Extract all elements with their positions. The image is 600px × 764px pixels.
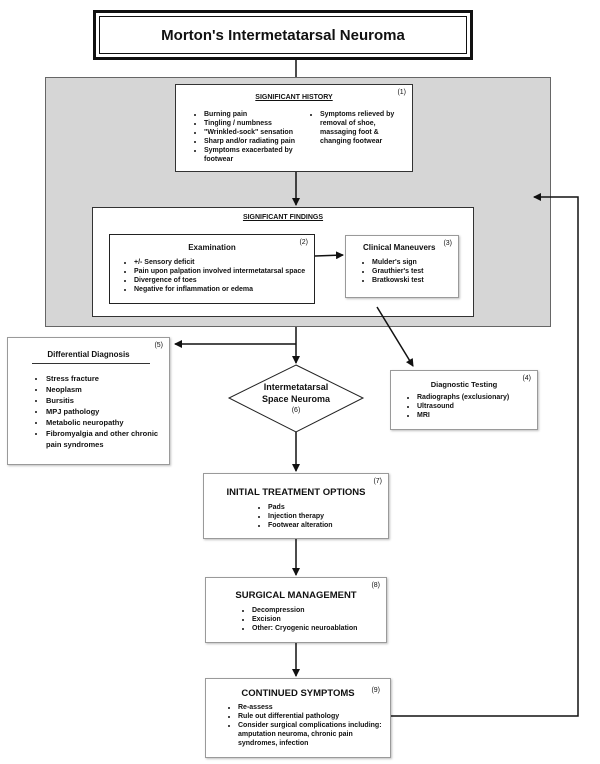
diagnosis-line-2: Space Neuroma xyxy=(261,394,331,404)
list-item: Divergence of toes xyxy=(134,276,314,285)
list-item: Pain upon palpation involved intermetata… xyxy=(134,267,314,276)
diagnosis-line-1: Intermetatarsal xyxy=(263,382,329,392)
differential-divider xyxy=(32,363,150,364)
findings-heading: SIGNIFICANT FINDINGS xyxy=(242,214,324,221)
list-item: Stress fracture xyxy=(46,373,164,384)
list-item: Neoplasm xyxy=(46,384,164,395)
title-box: Morton's Intermetatarsal Neuroma xyxy=(93,10,473,60)
maneuvers-heading: Clinical Maneuvers xyxy=(363,243,436,252)
history-left-list: Burning pain Tingling / numbness "Wrinkl… xyxy=(192,110,310,164)
surgical-list: Decompression Excision Other: Cryogenic … xyxy=(240,606,386,633)
list-item: Consider surgical complications includin… xyxy=(238,721,386,748)
clinical-maneuvers-box: (3) Clinical Maneuvers Mulder's sign Gra… xyxy=(345,235,459,298)
continued-list: Re-assess Rule out differential patholog… xyxy=(226,703,386,748)
list-item: Injection therapy xyxy=(268,512,386,521)
list-item: Fibromyalgia and other chronic pain synd… xyxy=(46,428,164,450)
surgical-number: (8) xyxy=(371,582,380,589)
history-right-list: Symptoms relieved by removal of shoe, ma… xyxy=(308,110,410,146)
list-item: Other: Cryogenic neuroablation xyxy=(252,624,386,633)
differential-heading: Differential Diagnosis xyxy=(47,350,130,359)
list-item: MRI xyxy=(417,411,535,420)
diagnosis-number: (6) xyxy=(291,407,301,414)
list-item: Mulder's sign xyxy=(372,258,456,267)
list-item: Grauthier's test xyxy=(372,267,456,276)
page-title: Morton's Intermetatarsal Neuroma xyxy=(161,27,405,44)
list-item: Radiographs (exclusionary) xyxy=(417,393,535,402)
list-item: Burning pain xyxy=(204,110,310,119)
examination-heading: Examination xyxy=(188,243,236,252)
list-item: +/- Sensory deficit xyxy=(134,258,314,267)
list-item: Symptoms relieved by removal of shoe, ma… xyxy=(320,110,410,146)
testing-heading: Diagnostic Testing xyxy=(430,380,498,389)
list-item: Metabolic neuropathy xyxy=(46,417,164,428)
testing-list: Radiographs (exclusionary) Ultrasound MR… xyxy=(405,393,535,420)
list-item: Bratkowski test xyxy=(372,276,456,285)
differential-number: (5) xyxy=(154,342,163,349)
history-heading: SIGNIFICANT HISTORY xyxy=(255,94,333,101)
list-item: Excision xyxy=(252,615,386,624)
initial-treatment-box: (7) INITIAL TREATMENT OPTIONS Pads Injec… xyxy=(203,473,389,539)
examination-number: (2) xyxy=(299,239,308,246)
examination-box: (2) Examination +/- Sensory deficit Pain… xyxy=(109,234,315,304)
list-item: Footwear alteration xyxy=(268,521,386,530)
initial-list: Pads Injection therapy Footwear alterati… xyxy=(256,503,386,530)
continued-heading: CONTINUED SYMPTOMS xyxy=(241,688,355,699)
list-item: Bursitis xyxy=(46,395,164,406)
list-item: Ultrasound xyxy=(417,402,535,411)
list-item: Negative for inflammation or edema xyxy=(134,285,314,294)
significant-history-box: (1) SIGNIFICANT HISTORY Burning pain Tin… xyxy=(175,84,413,172)
diagnostic-testing-box: (4) Diagnostic Testing Radiographs (excl… xyxy=(390,370,538,430)
list-item: Tingling / numbness xyxy=(204,119,310,128)
continued-symptoms-box: (9) CONTINUED SYMPTOMS Re-assess Rule ou… xyxy=(205,678,391,758)
differential-list: Stress fracture Neoplasm Bursitis MPJ pa… xyxy=(34,373,164,450)
continued-number: (9) xyxy=(371,687,380,694)
initial-number: (7) xyxy=(373,478,382,485)
list-item: Rule out differential pathology xyxy=(238,712,386,721)
list-item: MPJ pathology xyxy=(46,406,164,417)
initial-heading: INITIAL TREATMENT OPTIONS xyxy=(226,487,366,498)
list-item: Decompression xyxy=(252,606,386,615)
surgical-heading: SURGICAL MANAGEMENT xyxy=(235,590,357,601)
list-item: Pads xyxy=(268,503,386,512)
list-item: Symptoms exacerbated by footwear xyxy=(204,146,310,164)
differential-diagnosis-box: (5) Differential Diagnosis Stress fractu… xyxy=(7,337,170,465)
list-item: Re-assess xyxy=(238,703,386,712)
maneuvers-list: Mulder's sign Grauthier's test Bratkowsk… xyxy=(360,258,456,285)
list-item: Sharp and/or radiating pain xyxy=(204,137,310,146)
maneuvers-number: (3) xyxy=(443,240,452,247)
surgical-management-box: (8) SURGICAL MANAGEMENT Decompression Ex… xyxy=(205,577,387,643)
examination-list: +/- Sensory deficit Pain upon palpation … xyxy=(122,258,314,294)
history-number: (1) xyxy=(397,89,406,96)
list-item: "Wrinkled-sock" sensation xyxy=(204,128,310,137)
